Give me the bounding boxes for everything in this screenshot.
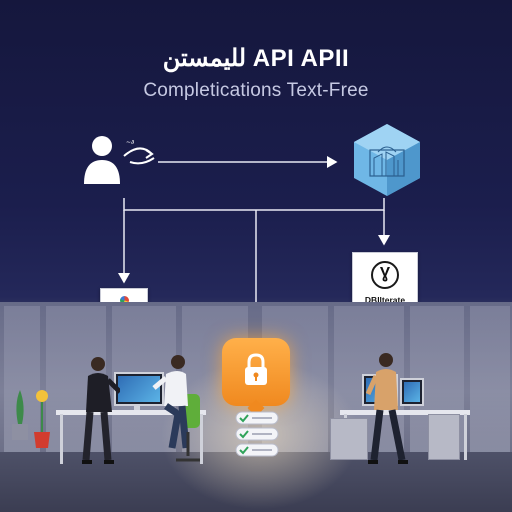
app-logo-icon — [120, 296, 129, 305]
user-icon: ~∂ — [84, 136, 155, 184]
badge-check-icon: Ɣ — [371, 261, 399, 289]
desk-leg — [200, 414, 203, 464]
person-seated — [152, 355, 200, 462]
lock-icon — [245, 353, 267, 385]
server-cube-icon — [354, 124, 420, 196]
desk-leg — [464, 414, 467, 460]
page-subtitle: Completications Text-Free — [143, 80, 369, 101]
desk — [56, 410, 206, 415]
database-stack-icon — [235, 411, 279, 457]
bracket-line — [123, 198, 385, 211]
person-walking — [366, 353, 408, 464]
desk — [340, 410, 470, 415]
monitor-stand — [134, 404, 140, 410]
plant-icon — [12, 390, 50, 448]
svg-text:~∂: ~∂ — [126, 139, 134, 146]
file-cabinet — [330, 418, 368, 460]
page-title: لليمستن API APII — [162, 45, 350, 72]
desk-leg — [60, 414, 63, 464]
window-pane — [470, 306, 510, 452]
lock-security-badge — [222, 338, 290, 406]
file-cabinet — [428, 414, 460, 460]
monitor — [400, 378, 424, 406]
person-standing — [82, 357, 120, 464]
